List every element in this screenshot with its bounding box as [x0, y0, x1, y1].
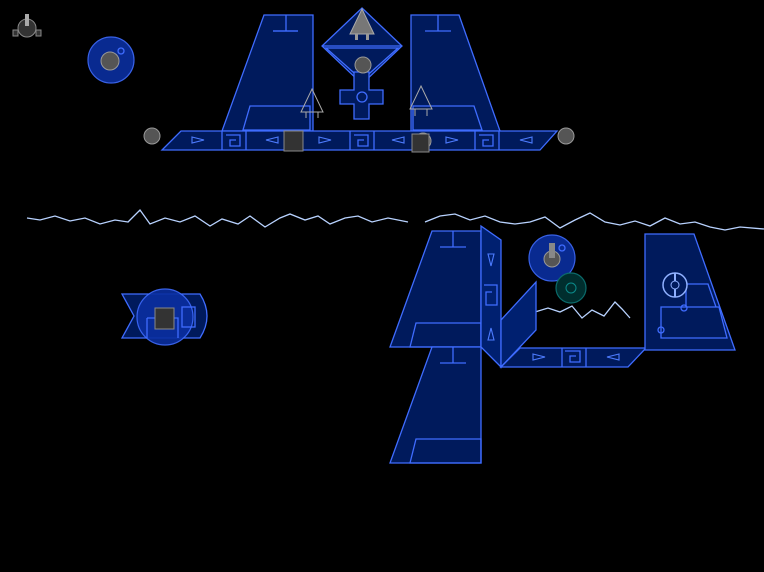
spike-turret-icon [409, 84, 433, 116]
node-light [657, 326, 665, 334]
shield-orb-icon [528, 234, 576, 282]
cargo-crate [283, 130, 304, 152]
laser-barrier [534, 301, 631, 319]
shield-orb-icon [87, 36, 135, 84]
top-station [160, 7, 559, 151]
cargo-crate [411, 133, 430, 153]
node-light [680, 304, 688, 312]
lower-station [389, 224, 736, 464]
rotary-turret-icon [662, 272, 688, 298]
laser-barrier [26, 208, 409, 228]
spike-turret-icon [349, 7, 375, 40]
spike-turret-icon [300, 87, 324, 118]
enemy-drone [120, 288, 208, 346]
laser-barrier [424, 212, 764, 231]
player-ship-icon[interactable] [12, 14, 42, 38]
energy-core-icon [555, 272, 587, 304]
